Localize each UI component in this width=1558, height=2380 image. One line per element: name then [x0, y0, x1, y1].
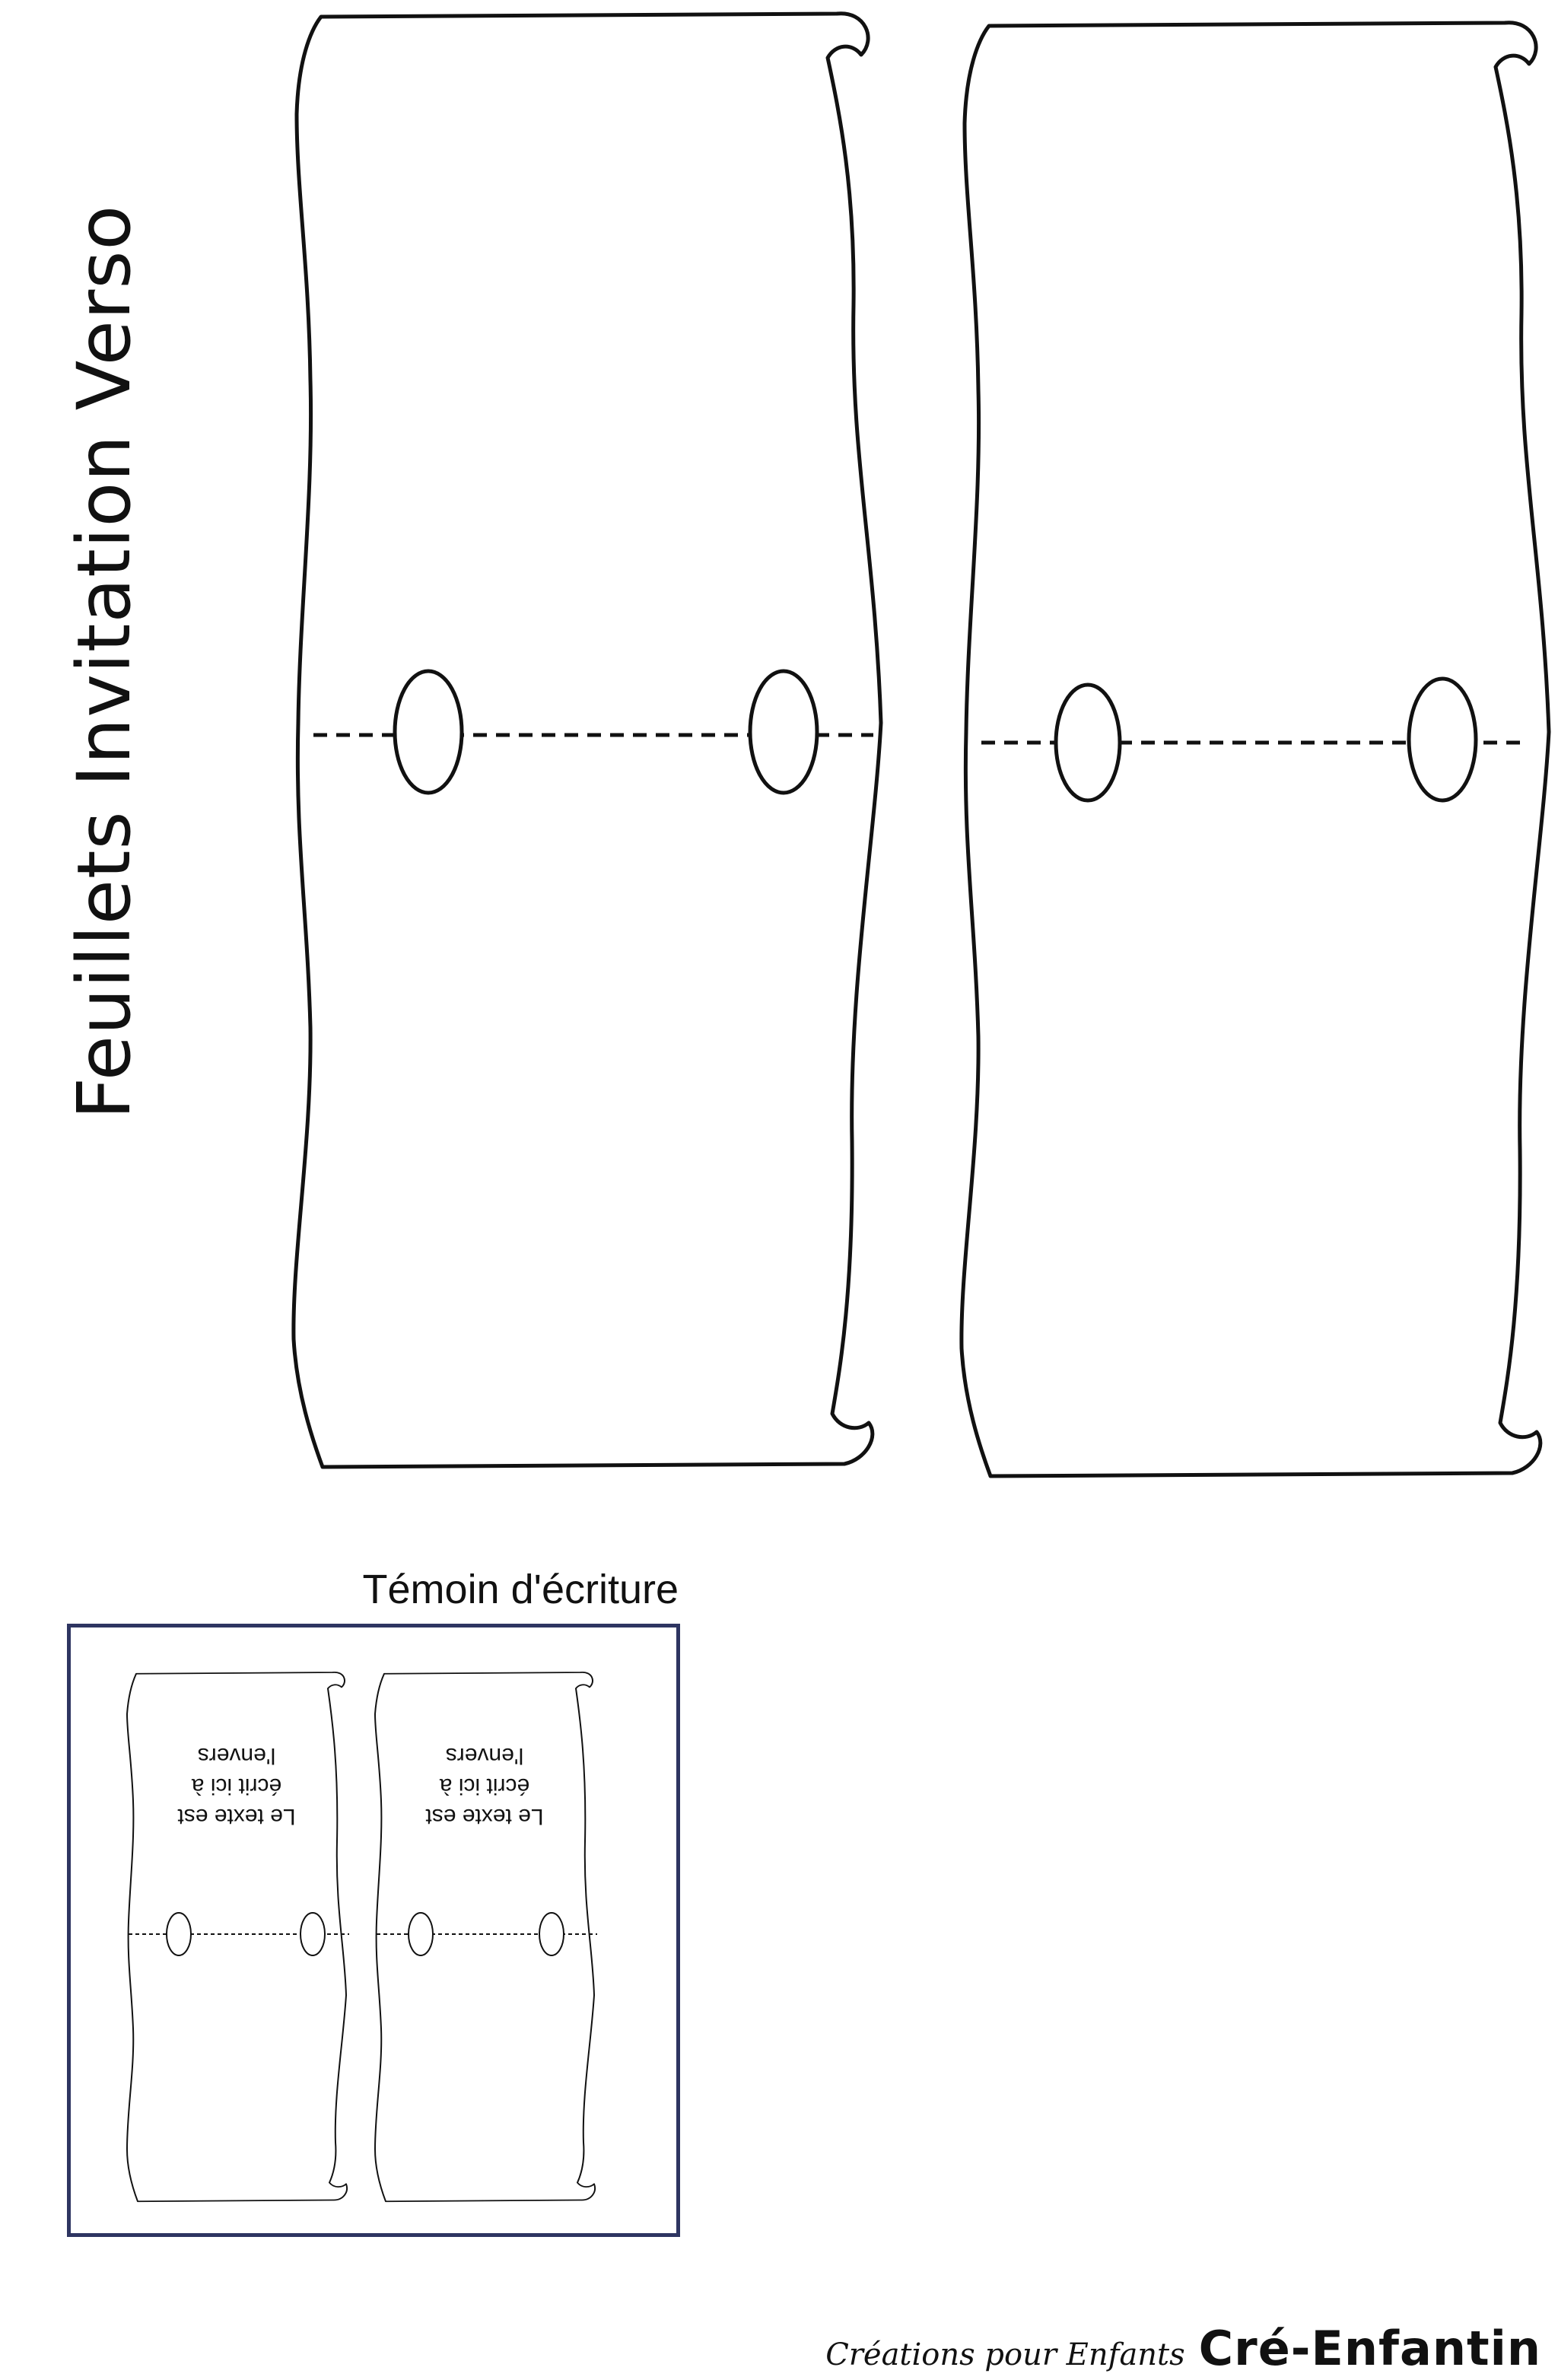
cut-hole [748, 669, 819, 795]
witness-cut-hole [408, 1912, 434, 1956]
witness-cut-hole [539, 1912, 564, 1956]
witness-box: Le texte est écrit ici à l'envers Le tex… [67, 1624, 680, 2237]
scroll-sheet-right [962, 23, 1549, 1476]
scroll-sheets-artwork [0, 0, 1558, 1522]
witness-scroll-left [126, 1671, 349, 2203]
witness-cut-hole [166, 1912, 192, 1956]
witness-scroll-artwork [126, 1671, 597, 2203]
scroll-sheet-left [294, 14, 881, 1467]
witness-scroll-right [374, 1671, 597, 2203]
witness-cut-hole [300, 1912, 326, 1956]
footer-credit: Créations pour Enfants [825, 2337, 1185, 2372]
witness-label: Témoin d'écriture [362, 1567, 679, 1612]
cut-hole [393, 669, 464, 795]
brand-logo: Cré-Enfantin [1198, 2321, 1541, 2376]
footer: Créations pour Enfants Cré-Enfantin [825, 2321, 1541, 2376]
cut-hole [1407, 676, 1478, 803]
cut-hole [1054, 682, 1122, 803]
witness-sample-text-right: Le texte est écrit ici à l'envers [425, 1743, 544, 1829]
witness-sample-text-left: Le texte est écrit ici à l'envers [177, 1743, 296, 1829]
